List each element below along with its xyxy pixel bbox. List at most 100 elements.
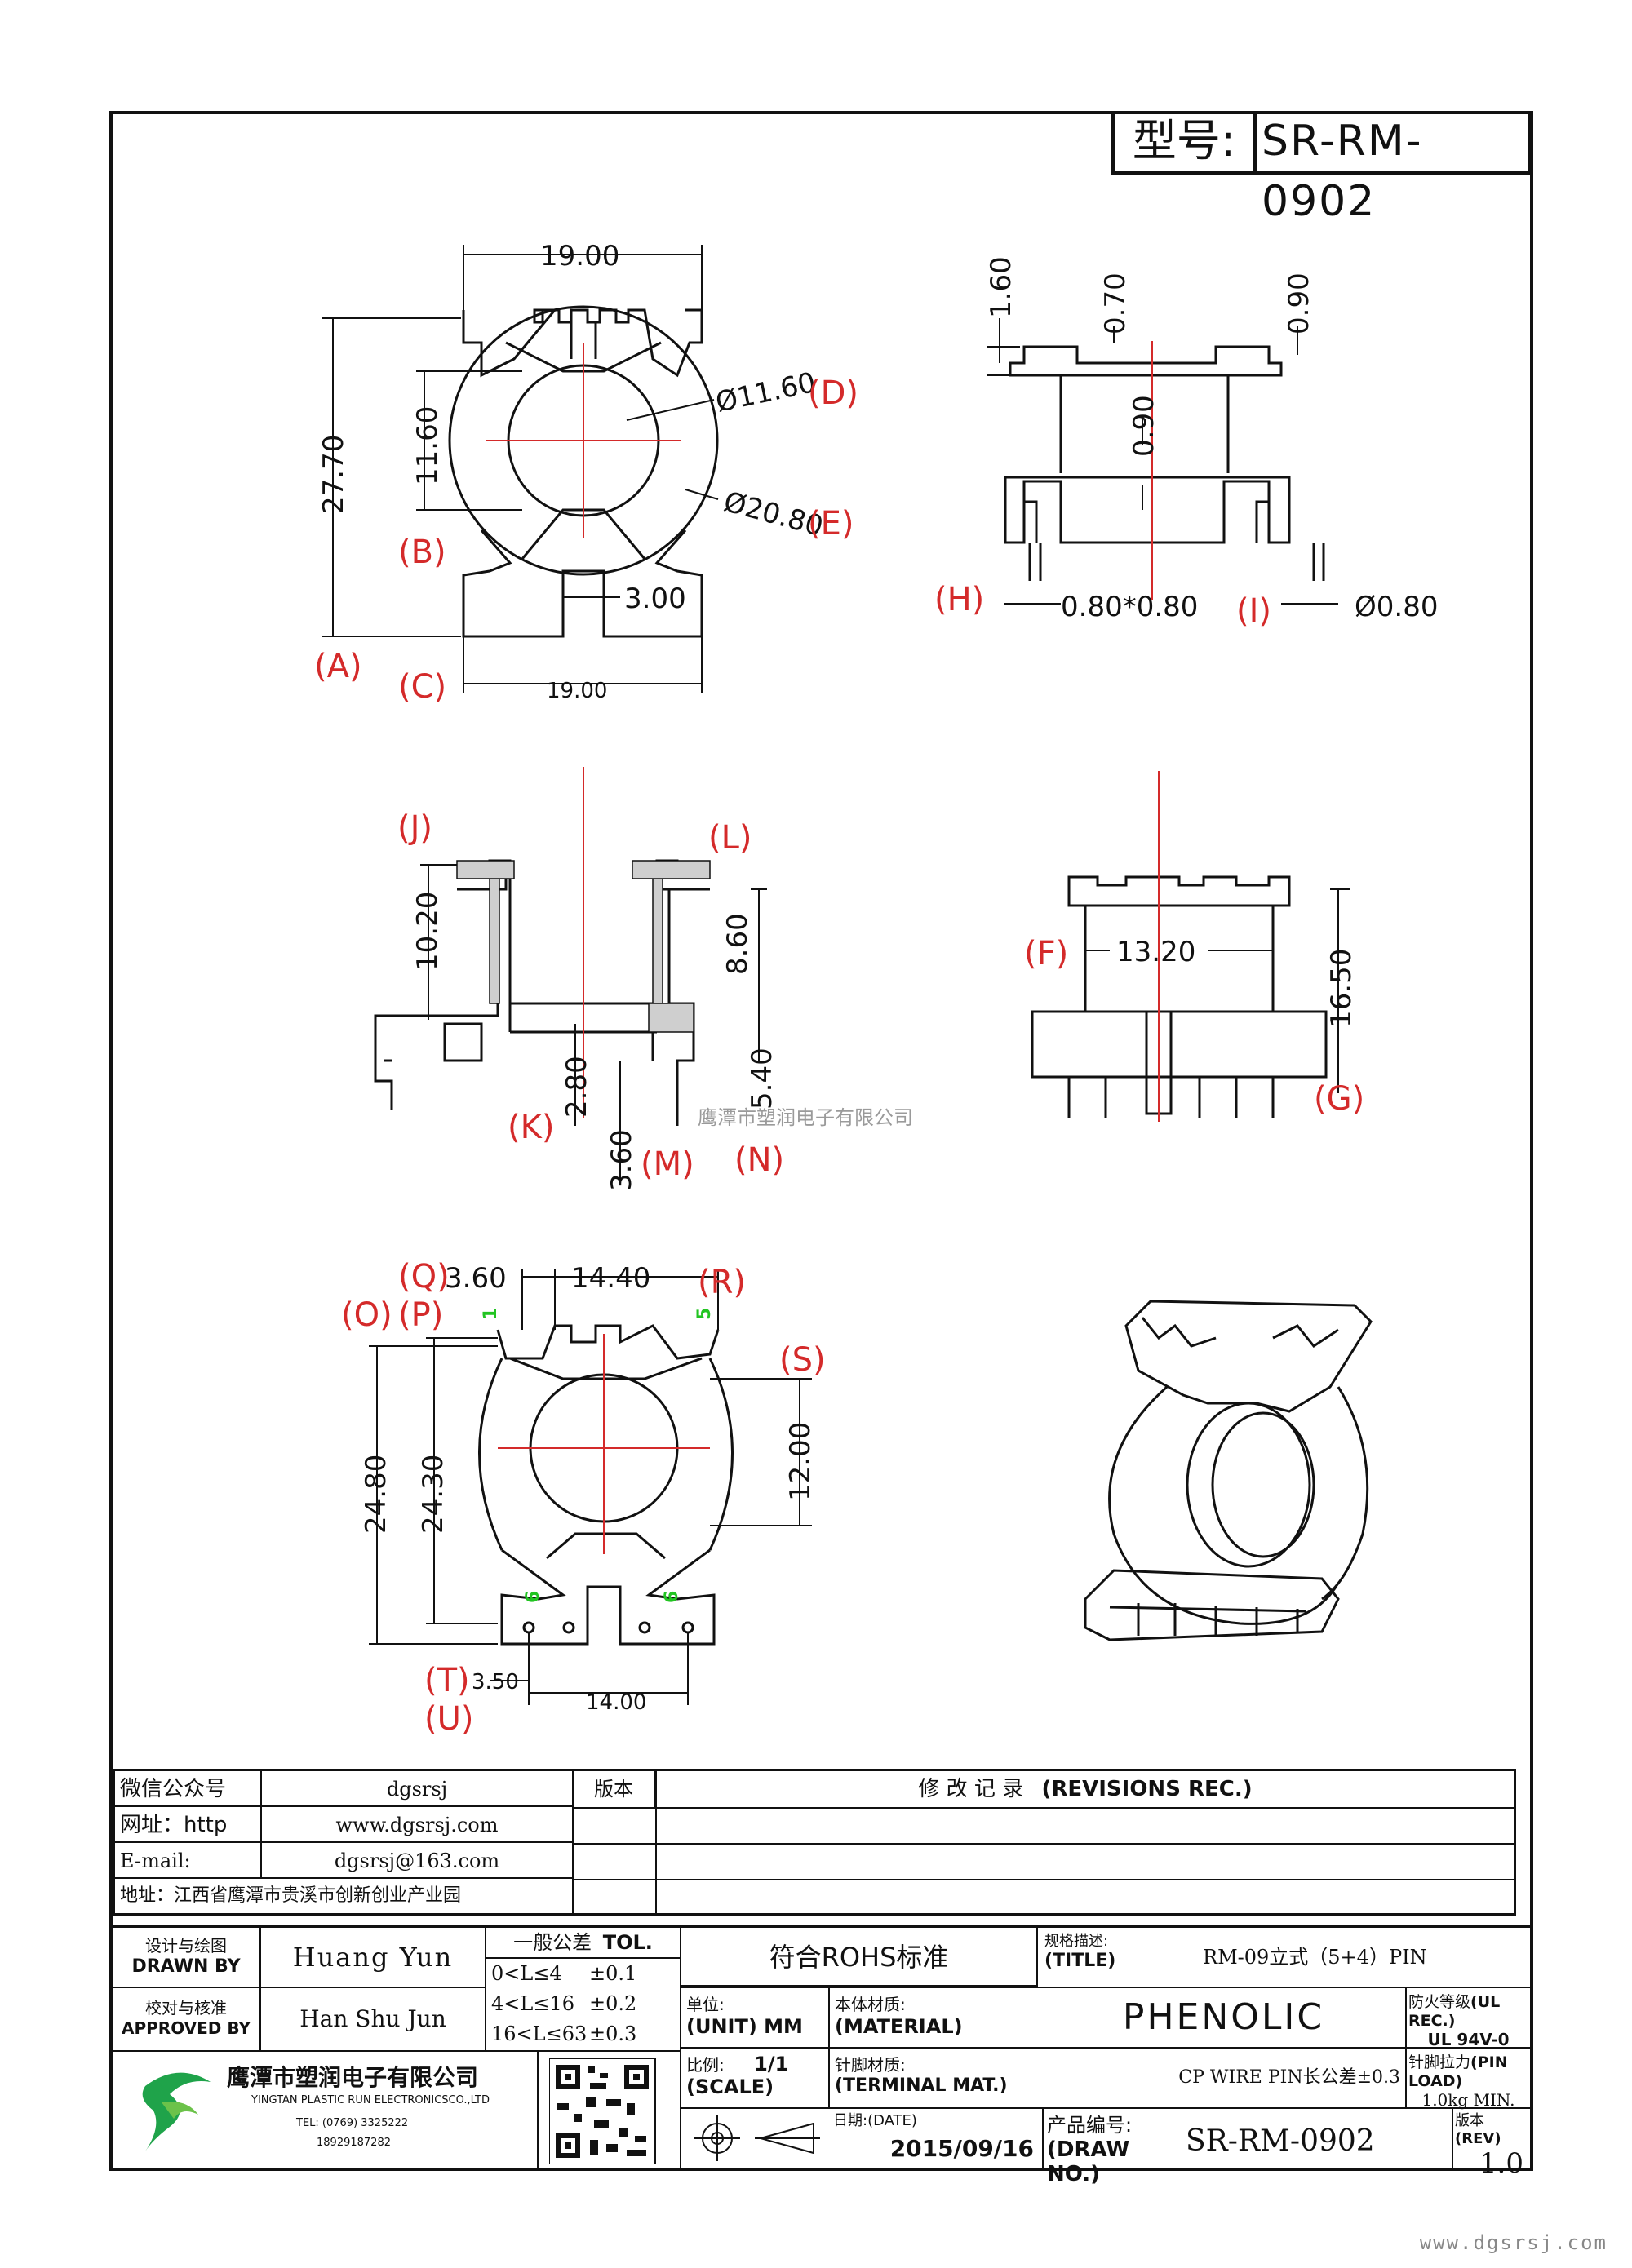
- dim-front-1: 13.20: [1116, 936, 1195, 968]
- terminal-en: (TERMINAL MAT.): [835, 2075, 1008, 2096]
- label-J: (J): [397, 809, 432, 847]
- drawno-block: 产品编号: (DRAW NO.): [1044, 2109, 1182, 2186]
- revisions-label: 修 改 记 录: [918, 1777, 1024, 1801]
- label-R: (R): [698, 1264, 746, 1301]
- dim-side-pin: 0.80*0.80: [1061, 591, 1198, 623]
- date-block: 日期:(DATE) 2015/09/16: [830, 2109, 1042, 2168]
- rev-en: (REV): [1455, 2130, 1501, 2147]
- date-en: (DATE): [867, 2112, 917, 2129]
- rev-value: 1.0: [1479, 2147, 1523, 2180]
- tolerance-title: 一般公差: [513, 1931, 592, 1954]
- top-view: [448, 305, 719, 638]
- company-tel: TEL: (0769) 3325222: [296, 2117, 409, 2129]
- unit-en: (UNIT): [686, 2015, 757, 2038]
- drawn-by-cn: 设计与绘图: [145, 1936, 227, 1956]
- email-label: E-mail:: [115, 1843, 262, 1879]
- isometric-view: [1084, 1300, 1373, 1641]
- pin-load-value: 1.0kg MIN.: [1421, 2090, 1515, 2110]
- drawn-by-en: DRAWN BY: [131, 1956, 241, 1977]
- pin-number-5: 5: [694, 1308, 715, 1320]
- material-block: 本体材质: (MATERIAL): [830, 1988, 1042, 2047]
- email-value: dgsrsj@163.com: [262, 1843, 572, 1879]
- dim-bot-6: 3.50: [472, 1670, 519, 1694]
- company-name-en: YINGTAN PLASTIC RUN ELECTRONICSCO.,LTD: [251, 2094, 490, 2106]
- approved-by-en: APPROVED BY: [122, 2018, 251, 2038]
- label-L: (L): [708, 819, 752, 857]
- dim-sec-4: 3.60: [605, 1129, 638, 1191]
- terminal-block: 针脚材质: (TERMINAL MAT.): [830, 2049, 1042, 2107]
- dim-bot-5: 12.00: [784, 1422, 817, 1501]
- dim-top-slot: 3.00: [624, 583, 686, 615]
- company-block: 鹰潭市塑润电子有限公司 YINGTAN PLASTIC RUN ELECTRON…: [113, 2052, 537, 2168]
- pin-load-cn: 针脚拉力: [1408, 2053, 1471, 2071]
- tol-range-1: 0<L≤4: [491, 1962, 562, 1985]
- dim-sec-5: 5.40: [746, 1048, 778, 1110]
- terminal-value: CP WIRE PIN长公差±0.3: [1178, 2067, 1400, 2088]
- dim-top-height: 27.70: [317, 435, 350, 514]
- dim-bot-2: 14.40: [571, 1262, 650, 1295]
- qr-code-icon: [549, 2058, 656, 2164]
- label-O: (O): [341, 1296, 392, 1334]
- ul-value: UL 94V-0: [1427, 2030, 1510, 2049]
- scale-cn: 比例:: [686, 2055, 725, 2075]
- label-G: (G): [1314, 1080, 1364, 1118]
- tol-value-3: ±0.3: [589, 2022, 637, 2045]
- info-table: 微信公众号 dgsrsj 网址：http www.dgsrsj.com E-ma…: [113, 1769, 1516, 1916]
- drawno-en: (DRAW NO.): [1047, 2137, 1130, 2186]
- version-header: 版本: [574, 1771, 655, 1807]
- tol-value-2: ±0.2: [589, 1992, 637, 2015]
- dim-top-bore-height: 11.60: [411, 406, 444, 485]
- revisions-header: 修 改 记 录 (REVISIONS REC.): [657, 1771, 1514, 1807]
- label-H: (H): [934, 581, 984, 618]
- footer-url: www.dgsrsj.com: [1419, 2231, 1608, 2254]
- dim-side-4: 0.90: [1128, 395, 1160, 457]
- label-S: (S): [779, 1341, 826, 1379]
- dim-sec-1: 10.20: [411, 892, 444, 971]
- label-I: (I): [1236, 592, 1271, 630]
- pin-number-6a: 6: [523, 1591, 543, 1603]
- label-T: (T): [424, 1662, 470, 1699]
- spec-label-en: (TITLE): [1044, 1951, 1116, 1971]
- pin-load-en: (PIN LOAD): [1408, 2053, 1508, 2090]
- ul-cn: 防火等级: [1408, 1993, 1471, 2011]
- material-value: PHENOLIC: [1122, 1996, 1325, 2038]
- revisions-label-en: (REVISIONS REC.): [1041, 1777, 1253, 1801]
- sheet-border: [109, 111, 1533, 2171]
- label-A: (A): [314, 648, 362, 685]
- dim-sec-2: 8.60: [721, 913, 754, 975]
- dim-side-1: 1.60: [985, 256, 1018, 318]
- spec-value: RM-09立式（5+4）PIN: [1203, 1946, 1427, 1969]
- scale-en: (SCALE): [686, 2075, 774, 2098]
- bottom-view: [478, 1324, 734, 1646]
- dim-top-width: 19.00: [540, 240, 619, 272]
- scale-block: 比例: 1/1 (SCALE): [681, 2049, 828, 2107]
- wechat-label: 微信公众号: [115, 1771, 262, 1807]
- scale-value: 1/1: [754, 2053, 789, 2075]
- dim-top-base-width: 19.00: [547, 679, 607, 703]
- material-cn: 本体材质:: [835, 1995, 906, 2014]
- drawn-by-label: 设计与绘图 DRAWN BY: [113, 1928, 259, 1987]
- website-label: 网址：http: [115, 1807, 262, 1843]
- drawno-value: SR-RM-0902: [1186, 2124, 1375, 2158]
- drawno-cn: 产品编号:: [1047, 2114, 1133, 2137]
- company-logo-icon: [142, 2072, 211, 2151]
- approved-by-cn: 校对与核准: [145, 1998, 227, 2018]
- label-E: (E): [808, 505, 854, 543]
- company-mobile: 18929187282: [317, 2137, 391, 2149]
- company-name-cn: 鹰潭市塑润电子有限公司: [227, 2064, 479, 2091]
- spec-label-cn: 规格描述:: [1044, 1933, 1109, 1950]
- tol-value-1: ±0.1: [589, 1962, 637, 1985]
- watermark-text: 鹰潭市塑润电子有限公司: [698, 1106, 913, 1129]
- model-label: 型号:: [1115, 111, 1257, 171]
- wechat-value: dgsrsj: [262, 1771, 572, 1807]
- dim-sec-3: 2.80: [561, 1056, 593, 1118]
- address-text: 地址：江西省鹰潭市贵溪市创新创业产业园: [120, 1885, 462, 1906]
- side-view: [1004, 345, 1325, 581]
- dim-bot-3: 24.80: [360, 1455, 392, 1534]
- dim-side-3: 0.90: [1283, 272, 1315, 334]
- unit-value: MM: [764, 2015, 803, 2038]
- unit-cn: 单位:: [686, 1995, 725, 2014]
- model-value: SR-RM-0902: [1262, 117, 1423, 226]
- tolerance-title-en: TOL.: [602, 1931, 653, 1954]
